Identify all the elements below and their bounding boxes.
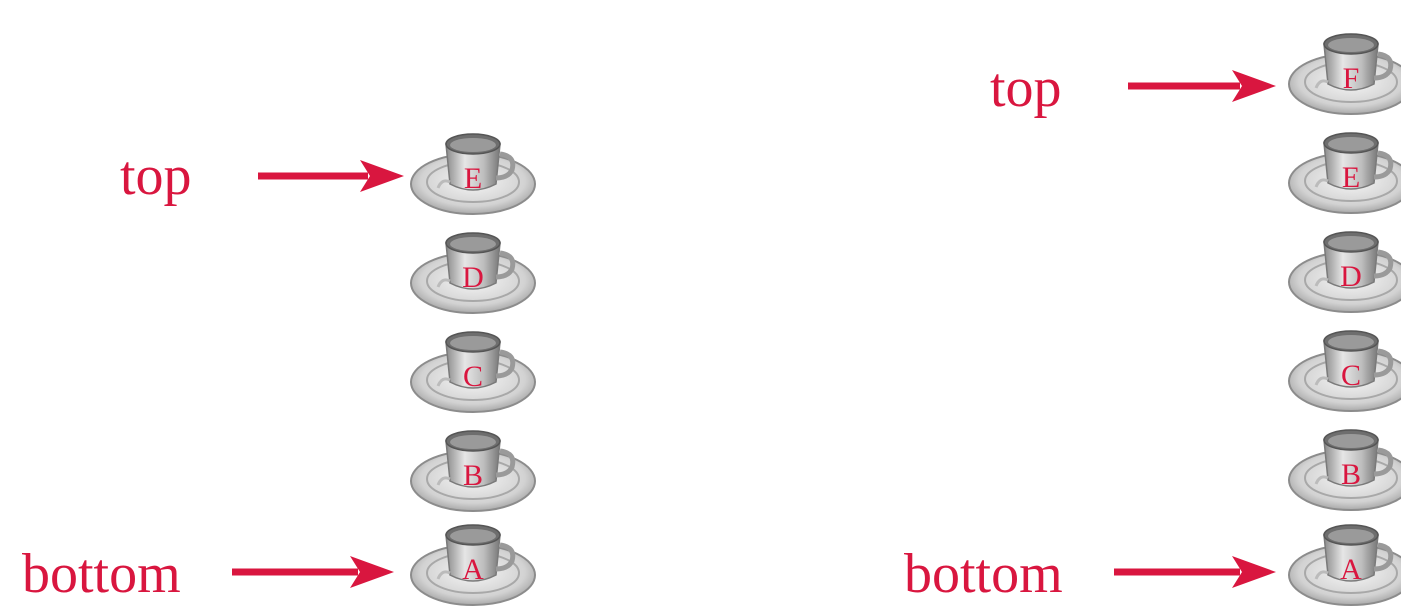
stack-item: A (408, 513, 538, 607)
top-label: top (120, 148, 192, 204)
stack-item: F (1286, 22, 1401, 116)
bottom-label: bottom (22, 546, 181, 602)
stack-item: D (1286, 220, 1401, 314)
stack-item: B (1286, 418, 1401, 512)
stack-item: C (408, 320, 538, 414)
stack-item: D (408, 221, 538, 315)
top-arrow-icon (1128, 66, 1276, 106)
stack-item: B (408, 419, 538, 513)
stack-item: C (1286, 319, 1401, 413)
bottom-arrow-icon (232, 552, 394, 592)
stack-item: A (1286, 513, 1401, 607)
stack-item: E (1286, 121, 1401, 215)
top-arrow-icon (258, 156, 404, 196)
stack-item: E (408, 122, 538, 216)
top-label: top (990, 60, 1062, 116)
bottom-label: bottom (904, 546, 1063, 602)
bottom-arrow-icon (1114, 552, 1276, 592)
